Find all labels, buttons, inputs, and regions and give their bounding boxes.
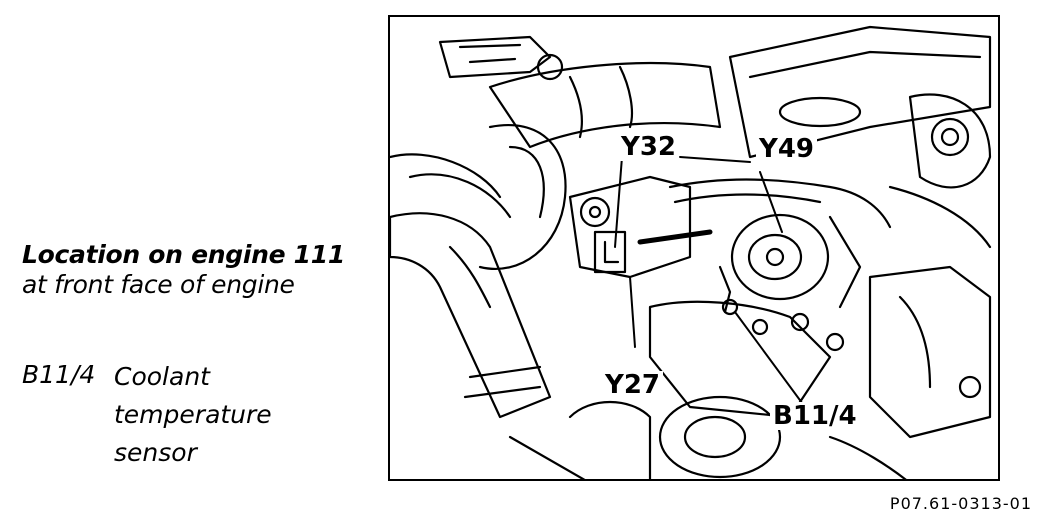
engine-illustration: Y32 Y49 Y27 B11/4: [388, 15, 1000, 481]
callout-y49: Y49: [756, 135, 818, 163]
legend-description: Coolant temperature sensor: [114, 358, 334, 472]
caption: Location on engine 111 at front face of …: [22, 240, 372, 300]
legend-line-1: Coolant: [114, 362, 210, 391]
legend-line-2: temperature: [114, 400, 272, 429]
callout-y32: Y32: [618, 133, 680, 161]
figure-id: P07.61-0313-01: [889, 494, 1032, 513]
legend-line-3: sensor: [114, 438, 197, 467]
callout-y27: Y27: [602, 371, 664, 399]
engine-drawing: [390, 25, 992, 479]
caption-subtitle: at front face of engine: [22, 270, 295, 299]
caption-title: Location on engine 111: [22, 240, 345, 269]
legend-code: B11/4: [22, 360, 96, 389]
callout-b11-4: B11/4: [770, 402, 860, 430]
